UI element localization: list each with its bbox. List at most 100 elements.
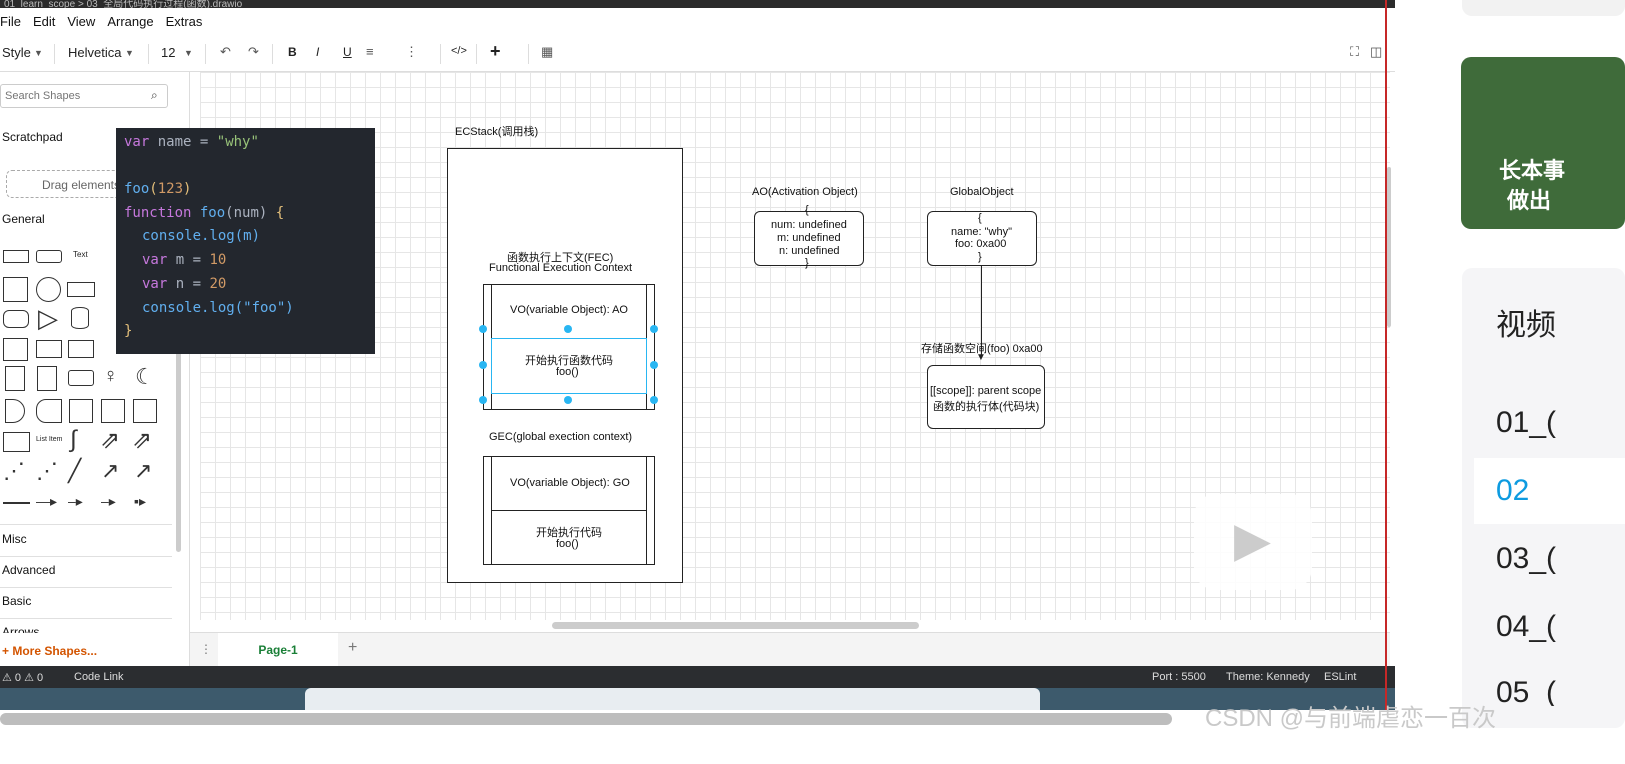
eslint-indicator[interactable]: ESLint	[1324, 671, 1357, 683]
directional-connector-shape[interactable]: ↗	[134, 458, 153, 483]
diagram-canvas[interactable]: ECStack(调用栈) 函数执行上下文(FEC) Functional Exe…	[200, 72, 1391, 629]
square-shape[interactable]	[3, 277, 28, 302]
menu-arrange[interactable]: Arrange	[107, 13, 154, 29]
fec-box[interactable]	[483, 284, 655, 410]
data-storage-shape[interactable]	[36, 399, 62, 423]
curve-shape[interactable]: ∫	[70, 426, 77, 453]
rounded-rectangle-shape[interactable]	[36, 250, 62, 263]
container-shape[interactable]	[69, 399, 93, 423]
function-storage-box[interactable]	[927, 365, 1045, 429]
table-icon[interactable]: ▦	[541, 44, 554, 59]
menu-file[interactable]: File	[0, 13, 21, 29]
note-shape[interactable]	[5, 366, 25, 391]
connector-2-labels-shape[interactable]: –▸	[101, 493, 116, 509]
theme-indicator[interactable]: Theme: Kennedy	[1226, 671, 1310, 683]
resize-handle[interactable]	[479, 325, 487, 333]
fullscreen-icon[interactable]: ⛶	[1350, 44, 1360, 59]
text-shape[interactable]: Text	[73, 250, 88, 259]
font-dropdown[interactable]: Helvetica	[68, 45, 122, 60]
or-shape[interactable]: ☾	[135, 364, 155, 389]
video-list-item[interactable]: 05_(	[1496, 676, 1557, 706]
resize-handle[interactable]	[564, 396, 572, 404]
misc-header[interactable]: Misc	[2, 532, 27, 546]
code-link-button[interactable]: Code Link	[74, 671, 124, 683]
connector-symbol-shape[interactable]: ▪▸	[134, 493, 146, 509]
menu-view[interactable]: View	[67, 13, 96, 29]
insert-button[interactable]: +	[490, 41, 501, 61]
callout-shape[interactable]	[68, 370, 94, 386]
resize-handle[interactable]	[650, 361, 658, 369]
triangle-shape[interactable]: ▷	[38, 303, 58, 333]
resize-handle[interactable]	[650, 396, 658, 404]
video-list-item[interactable]: 01_(	[1496, 406, 1557, 439]
general-header[interactable]: General	[2, 212, 45, 226]
dock-icons[interactable]	[305, 688, 1040, 710]
video-list-item-active[interactable]: 02	[1496, 474, 1530, 507]
fec-run-box-selected[interactable]	[491, 338, 647, 394]
scratchpad-header[interactable]: Scratchpad	[2, 130, 63, 144]
redo-icon[interactable]: ↷	[248, 44, 259, 59]
connector-shape[interactable]: —▸	[36, 493, 58, 509]
resize-handle[interactable]	[564, 325, 572, 333]
undo-icon[interactable]: ↶	[220, 44, 231, 59]
go-box[interactable]	[927, 211, 1037, 266]
port-indicator[interactable]: Port : 5500	[1152, 671, 1206, 683]
play-button[interactable]: ▶	[1194, 494, 1312, 590]
align-icon[interactable]: ≡	[366, 44, 374, 59]
delay-shape[interactable]	[5, 399, 25, 423]
internal-storage-shape[interactable]	[3, 338, 28, 361]
connector-label-shape[interactable]: –▸	[68, 493, 83, 509]
card-shape[interactable]	[37, 366, 57, 391]
menu-extras[interactable]: Extras	[165, 13, 203, 29]
tab-page-1[interactable]: Page-1	[218, 633, 338, 667]
line-shape[interactable]: ╱	[68, 458, 82, 483]
advanced-header[interactable]: Advanced	[2, 563, 56, 577]
resize-handle[interactable]	[650, 325, 658, 333]
dashed-line-shape[interactable]: ⋰	[3, 458, 25, 483]
more-shapes-button[interactable]: + More Shapes...	[2, 644, 98, 658]
canvas-vertical-scrollbar[interactable]	[1387, 167, 1391, 327]
canvas-horizontal-scrollbar[interactable]	[552, 622, 919, 629]
list-item-shape[interactable]: List Item	[36, 436, 63, 443]
double-arrow-shape[interactable]: ⇗	[100, 427, 121, 454]
panel-toggle-icon[interactable]: ◫	[1370, 44, 1383, 59]
circle-shape[interactable]	[36, 277, 61, 302]
search-icon[interactable]: ⌕	[151, 88, 158, 102]
actor-shape[interactable]: ♀	[103, 365, 118, 387]
arrows-header[interactable]: Arrows	[2, 625, 40, 633]
arrow-shape[interactable]: ⇗	[132, 427, 153, 454]
swimlane-shape[interactable]	[101, 399, 125, 423]
ao-box[interactable]	[754, 211, 864, 266]
dotted-line-shape[interactable]: ⋰	[36, 458, 58, 483]
step-shape[interactable]	[68, 340, 94, 358]
link-shape[interactable]	[3, 502, 30, 504]
video-list-item[interactable]: 04_(	[1496, 610, 1557, 643]
rectangle-shape[interactable]	[3, 250, 29, 263]
resize-handle[interactable]	[479, 361, 487, 369]
process-shape[interactable]	[67, 282, 95, 297]
basic-header[interactable]: Basic	[2, 594, 32, 608]
page-horizontal-scrollbar[interactable]	[0, 713, 1172, 725]
more-vertical-icon[interactable]: ⋮	[405, 44, 418, 59]
problems-indicator[interactable]: ⚠ 0 ⚠ 0	[2, 672, 44, 684]
search-shapes-input[interactable]	[0, 84, 168, 108]
video-list-item[interactable]: 03_(	[1496, 542, 1557, 575]
add-page-button[interactable]: +	[348, 639, 358, 656]
video-banner[interactable]: 长本事 做出	[1461, 57, 1625, 229]
font-size-dropdown[interactable]: 12	[161, 45, 176, 60]
pages-menu-icon[interactable]: ⋮	[200, 642, 212, 656]
frame-shape[interactable]	[133, 399, 157, 423]
menu-edit[interactable]: Edit	[32, 13, 56, 29]
cylinder-shape[interactable]	[71, 307, 89, 329]
go-to-function-arrow-line[interactable]	[981, 266, 983, 356]
style-dropdown[interactable]: Style	[2, 45, 31, 60]
hexagon-shape[interactable]	[3, 310, 29, 328]
bidirectional-connector-shape[interactable]: ↗	[101, 458, 120, 483]
resize-handle[interactable]	[479, 396, 487, 404]
underline-button[interactable]: U	[343, 45, 352, 59]
html-button[interactable]: </>	[451, 45, 467, 57]
italic-button[interactable]: I	[316, 45, 320, 59]
cube-shape[interactable]	[36, 340, 62, 358]
list-shape[interactable]	[3, 432, 30, 452]
bold-button[interactable]: B	[288, 45, 297, 59]
